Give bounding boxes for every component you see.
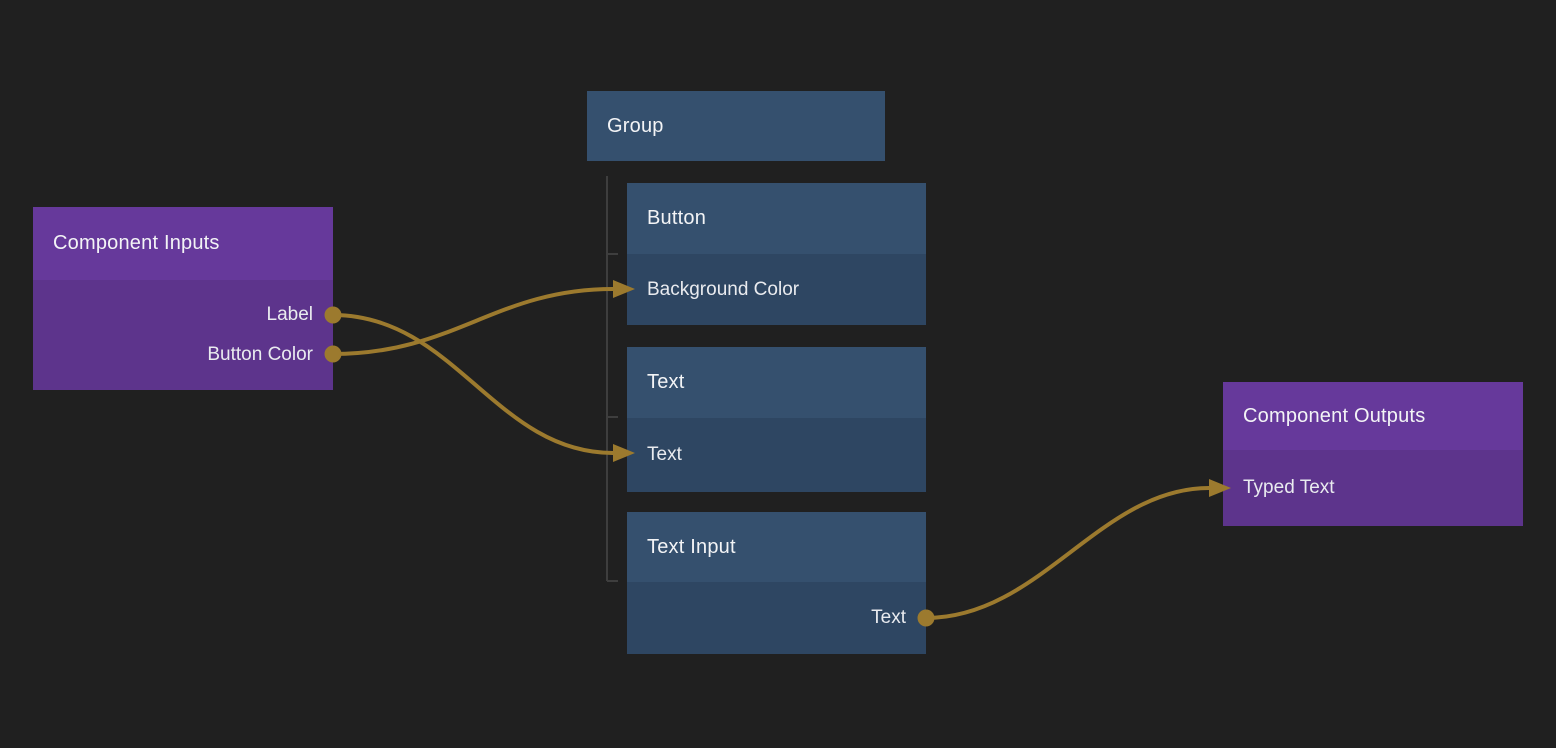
group-tree-line [606,176,618,582]
node-header[interactable]: Component Outputs [1223,382,1523,450]
port-label-text: Button Color [207,344,313,365]
node-title: Text Input [647,535,736,558]
node-title: Text [647,371,685,393]
port-typed-text-input[interactable]: Typed Text [1223,450,1523,526]
node-title: Button [647,207,707,229]
node-text[interactable]: Text Text [627,347,926,492]
node-title: Component Outputs [1243,404,1426,427]
port-text-output[interactable]: Text [627,582,926,654]
port-label-text: Background Color [647,278,800,300]
wire-text-to-typed-text[interactable] [917,479,1232,627]
port-label-text: Text [871,607,906,628]
node-component-inputs[interactable]: Component Inputs Label Button Color [33,207,333,390]
port-background-color-input[interactable]: Background Color [627,254,926,325]
port-text-input[interactable]: Text [627,418,926,492]
node-header[interactable]: Group [587,91,885,161]
node-header[interactable]: Text Input [627,512,926,582]
port-label-output[interactable]: Label [33,295,333,335]
port-label-text: Typed Text [1243,477,1335,498]
port-label-text: Label [266,304,314,325]
node-title: Group [607,114,664,137]
port-button-color-output[interactable]: Button Color [33,335,333,375]
node-text-input[interactable]: Text Input Text [627,512,926,654]
wire-label-to-text[interactable] [324,306,636,463]
node-header[interactable]: Component Inputs [33,207,333,280]
node-header[interactable]: Text [627,347,926,418]
port-label-text: Text [647,444,682,465]
node-group[interactable]: Group [587,91,885,161]
node-title: Component Inputs [53,232,220,254]
node-component-outputs[interactable]: Component Outputs Typed Text [1223,382,1523,526]
node-button[interactable]: Button Background Color [627,183,926,325]
node-header[interactable]: Button [627,183,926,254]
